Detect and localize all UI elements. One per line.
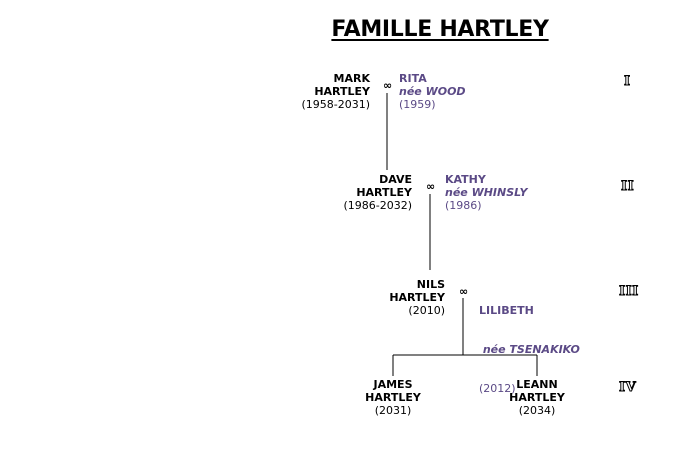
spouse-first-name: LILIBETH (479, 304, 534, 317)
generation-numeral-2: II (620, 179, 635, 195)
person-mark: MARK HARTLEY (1958-2031) (301, 72, 370, 111)
person-last-name: HARTLEY (365, 391, 421, 404)
person-last-name: HARTLEY (314, 85, 370, 98)
person-first-name: NILS (416, 278, 445, 291)
spouse-years: (1986) (445, 199, 482, 212)
person-years: (2034) (518, 404, 556, 417)
person-years: (1958-2031) (301, 98, 370, 111)
marriage-symbol-gen3: ∞ (459, 285, 469, 298)
spouse-maiden-name: née TSENAKIKO (479, 343, 580, 356)
person-james: JAMES HARTLEY (2031) (363, 378, 423, 417)
person-first-name: DAVE (379, 173, 412, 186)
person-first-name: JAMES (373, 378, 413, 391)
person-nils: NILS HARTLEY (2010) (389, 278, 445, 317)
person-last-name: HARTLEY (389, 291, 445, 304)
person-years: (2031) (374, 404, 412, 417)
spouse-years: (1959) (399, 98, 436, 111)
generation-numeral-4: IV (618, 380, 637, 396)
person-dave: DAVE HARTLEY (1986-2032) (343, 173, 412, 212)
person-years: (2010) (408, 304, 445, 317)
spouse-years: (2012) (479, 382, 516, 395)
spouse-first-name: RITA (399, 72, 427, 85)
spouse-maiden-name: née WHINSLY (445, 186, 528, 199)
spouse-maiden-name: née WOOD (399, 85, 466, 98)
page-title: FAMILLE HARTLEY (331, 17, 549, 42)
person-first-name: LEANN (516, 378, 558, 391)
spouse-lilibeth: LILIBETH née TSENAKIKO (2012) (479, 278, 580, 408)
person-last-name: HARTLEY (356, 186, 412, 199)
generation-numeral-3: III (619, 284, 639, 300)
marriage-symbol-gen2: ∞ (426, 180, 436, 193)
generation-numeral-1: I (624, 74, 631, 90)
spouse-rita: RITA née WOOD (1959) (399, 72, 466, 111)
person-last-name: HARTLEY (509, 391, 565, 404)
spouse-first-name: KATHY (445, 173, 486, 186)
marriage-symbol-gen1: ∞ (383, 79, 393, 92)
person-first-name: MARK (333, 72, 370, 85)
spouse-kathy: KATHY née WHINSLY (1986) (445, 173, 527, 212)
person-leann: LEANN HARTLEY (2034) (507, 378, 567, 417)
person-years: (1986-2032) (343, 199, 412, 212)
